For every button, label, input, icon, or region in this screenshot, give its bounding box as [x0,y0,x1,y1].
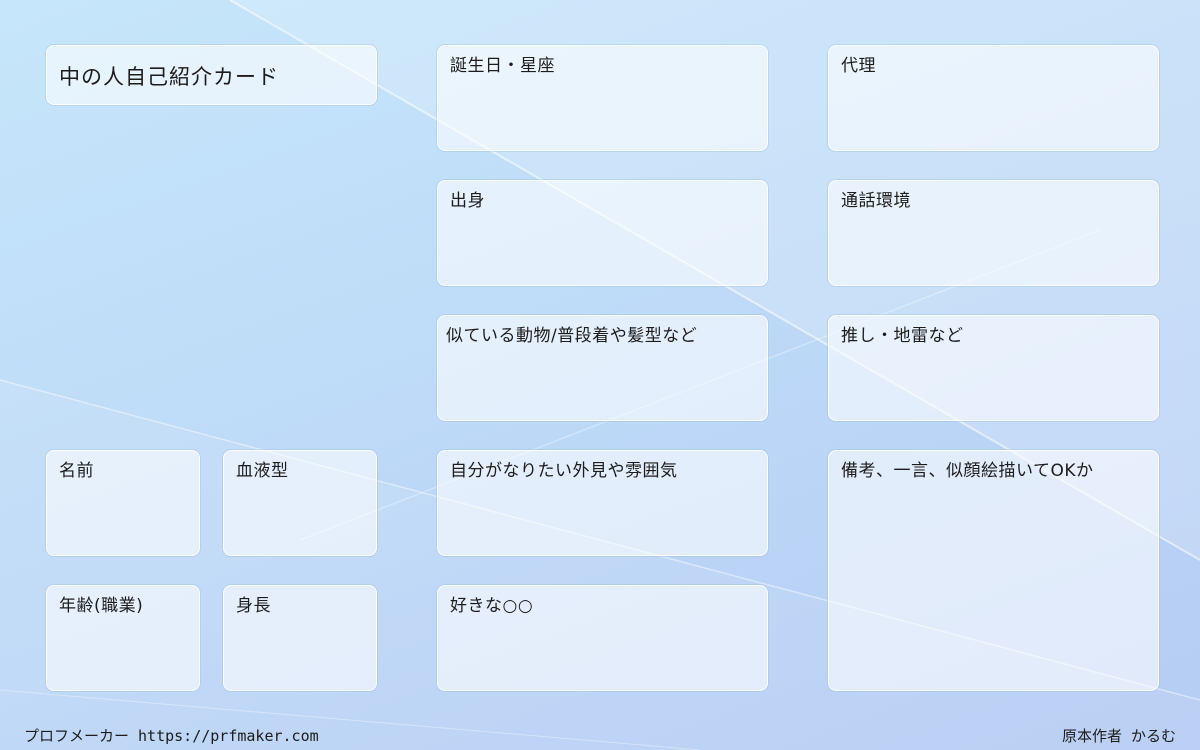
field-birthday[interactable]: 誕生日・星座 [437,45,768,151]
footer-maker-credit: プロフメーカー https://prfmaker.com [24,727,319,745]
field-height-label: 身長 [236,596,271,616]
field-origin[interactable]: 出身 [437,180,768,286]
footer-author-credit: 原本作者 かるむ [1061,727,1176,745]
field-notes[interactable]: 備考、一言、似顔絵描いてOKか [828,450,1159,691]
field-likes-label: 好きな○○ [450,596,534,616]
field-likes[interactable]: 好きな○○ [437,585,768,691]
field-name[interactable]: 名前 [46,450,200,556]
field-age-label: 年齢(職業) [59,596,144,616]
field-ideal[interactable]: 自分がなりたい外見や雰囲気 [437,450,768,556]
field-height[interactable]: 身長 [223,585,377,691]
field-oshi[interactable]: 推し・地雷など [828,315,1159,421]
field-similar-label: 似ている動物/普段着や髪型など [446,326,698,346]
field-notes-label: 備考、一言、似顔絵描いてOKか [841,461,1094,481]
field-blood[interactable]: 血液型 [223,450,377,556]
card-title-box: 中の人自己紹介カード [46,45,377,105]
field-name-label: 名前 [59,461,94,481]
field-blood-label: 血液型 [236,461,289,481]
field-oshi-label: 推し・地雷など [841,326,964,346]
card-title: 中の人自己紹介カード [59,65,279,89]
field-proxy[interactable]: 代理 [828,45,1159,151]
field-origin-label: 出身 [450,191,485,211]
field-age[interactable]: 年齢(職業) [46,585,200,691]
field-call-env-label: 通話環境 [841,191,911,211]
field-ideal-label: 自分がなりたい外見や雰囲気 [450,461,678,481]
field-birthday-label: 誕生日・星座 [450,56,555,76]
field-similar[interactable]: 似ている動物/普段着や髪型など [437,315,768,421]
field-proxy-label: 代理 [841,56,876,76]
field-call-env[interactable]: 通話環境 [828,180,1159,286]
